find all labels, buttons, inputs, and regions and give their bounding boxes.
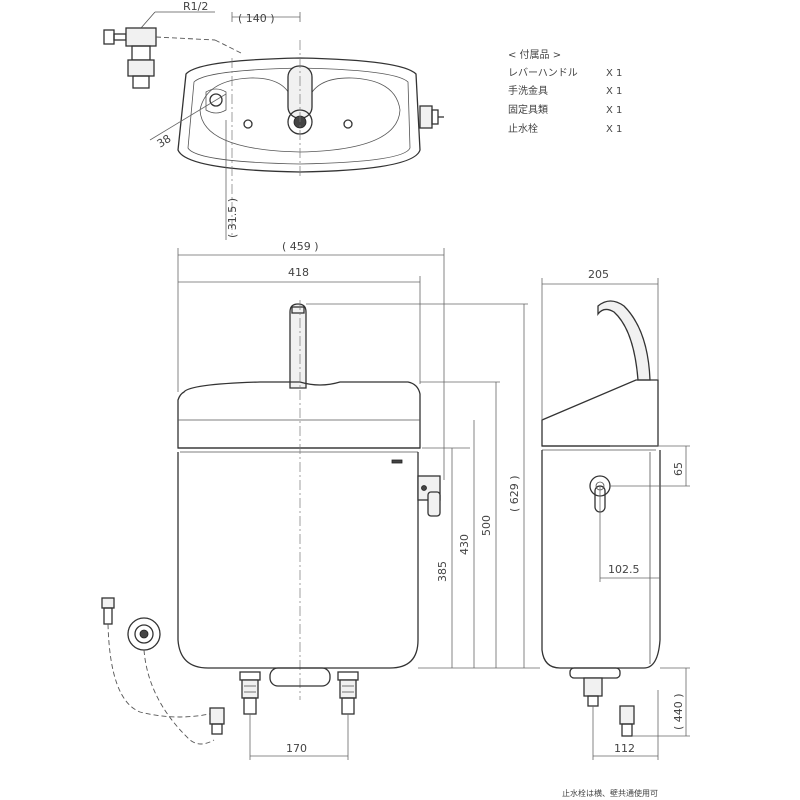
dim-140: ( 140 ) (238, 12, 275, 25)
spout-side (597, 300, 651, 381)
dim-65: 65 (672, 462, 685, 476)
dim-500: 500 (480, 515, 493, 536)
top-view: R1/2 ( 140 ) 38 ( 31.5 ) (103, 0, 444, 240)
accessories-header: < 付属品 > (508, 48, 561, 61)
dim-205: 205 (588, 268, 609, 281)
dim-112: 112 (614, 742, 635, 755)
dim-38: 38 (155, 132, 174, 150)
spout-front (289, 303, 307, 389)
dim-170: 170 (286, 742, 307, 755)
dim-440: ( 440 ) (672, 693, 685, 730)
brand-mark (391, 459, 403, 464)
outlet-pipe (269, 667, 331, 687)
accessory-qty-1: X 1 (606, 68, 622, 79)
accessory-name-2: 手洗金具 (508, 84, 548, 97)
left-foot-fitting (239, 671, 261, 715)
dim-418: 418 (288, 266, 309, 279)
tank-lid-front (177, 381, 421, 449)
tank-lid-top (177, 57, 421, 173)
tank-lid-side (541, 379, 659, 447)
r12-label: R1/2 (183, 0, 208, 13)
accessory-name-1: レバーハンドル (508, 67, 578, 79)
right-foot-fitting (337, 671, 359, 715)
dim-102-5: 102.5 (608, 563, 640, 576)
footnote: 止水栓は横、壁共通使用可 (562, 788, 658, 798)
accessories-list: < 付属品 > レバーハンドル X 1 手洗金具 X 1 固定具類 X 1 止水… (508, 48, 622, 135)
dim-459: ( 459 ) (282, 240, 319, 253)
accessory-name-4: 止水栓 (508, 122, 538, 135)
dim-430: 430 (458, 534, 471, 555)
tank-body-front (177, 452, 419, 669)
tank-body-side (541, 450, 661, 669)
accessory-name-3: 固定具類 (508, 103, 548, 116)
front-view: ( 459 ) 418 385 430 500 ( 629 ) 170 (101, 240, 540, 760)
side-view: 205 65 102.5 ( 440 ) 112 (541, 268, 690, 760)
accessory-qty-2: X 1 (606, 86, 622, 97)
dim-385: 385 (436, 561, 449, 582)
accessory-qty-4: X 1 (606, 124, 622, 135)
shutoff-valve-front (101, 597, 225, 745)
supply-fitting-top (103, 27, 244, 89)
accessory-qty-3: X 1 (606, 105, 622, 116)
dim-629: ( 629 ) (508, 475, 521, 512)
dim-31-5: ( 31.5 ) (226, 198, 239, 238)
